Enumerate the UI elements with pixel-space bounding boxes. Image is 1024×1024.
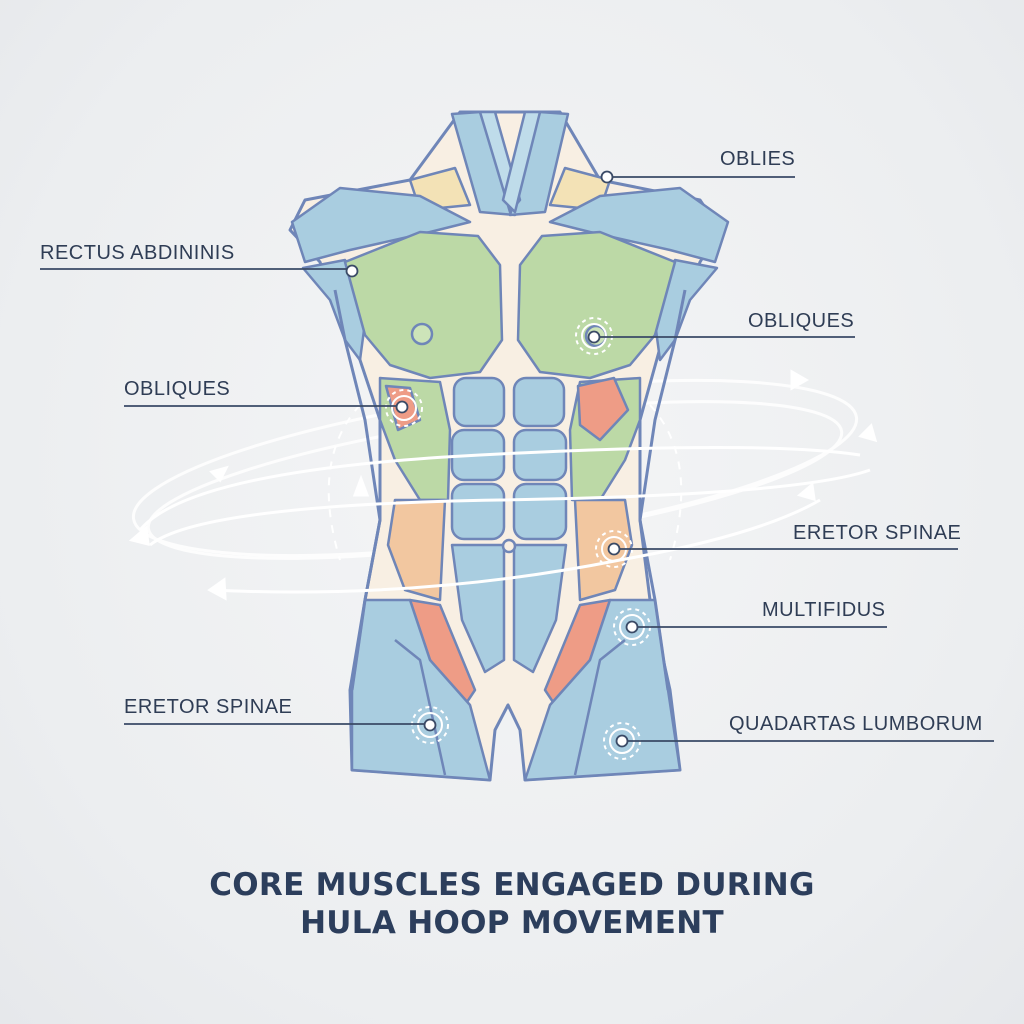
label-oblies: OBLIES (720, 148, 796, 170)
diagram-title-line-2: HULA HOOP MOVEMENT (300, 905, 724, 941)
rotation-arrows (128, 369, 878, 601)
label-obliques-right: OBLIQUES (748, 310, 855, 332)
label-eretor-spinae-right: ERETOR SPINAE (793, 522, 962, 544)
hoop-rings-front (138, 446, 871, 594)
oblique-muscles (378, 376, 642, 602)
label-multifidus: MULTIFIDUS (762, 599, 886, 621)
thigh-muscles (333, 289, 687, 782)
label-obliques-left: OBLIQUES (124, 378, 231, 400)
leader-lines (40, 170, 994, 748)
label-eretor-spinae-left: ERETOR SPINAE (124, 696, 293, 718)
label-rectus-abdininis: RECTUS ABDININIS (40, 242, 235, 264)
motion-dashes (327, 404, 683, 561)
pectoral-muscles (343, 230, 677, 380)
label-quadartas-lumborum: QUADARTAS LUMBORUM (729, 713, 983, 735)
diagram-title-line-1: CORE MUSCLES ENGAGED DURING (209, 867, 815, 903)
